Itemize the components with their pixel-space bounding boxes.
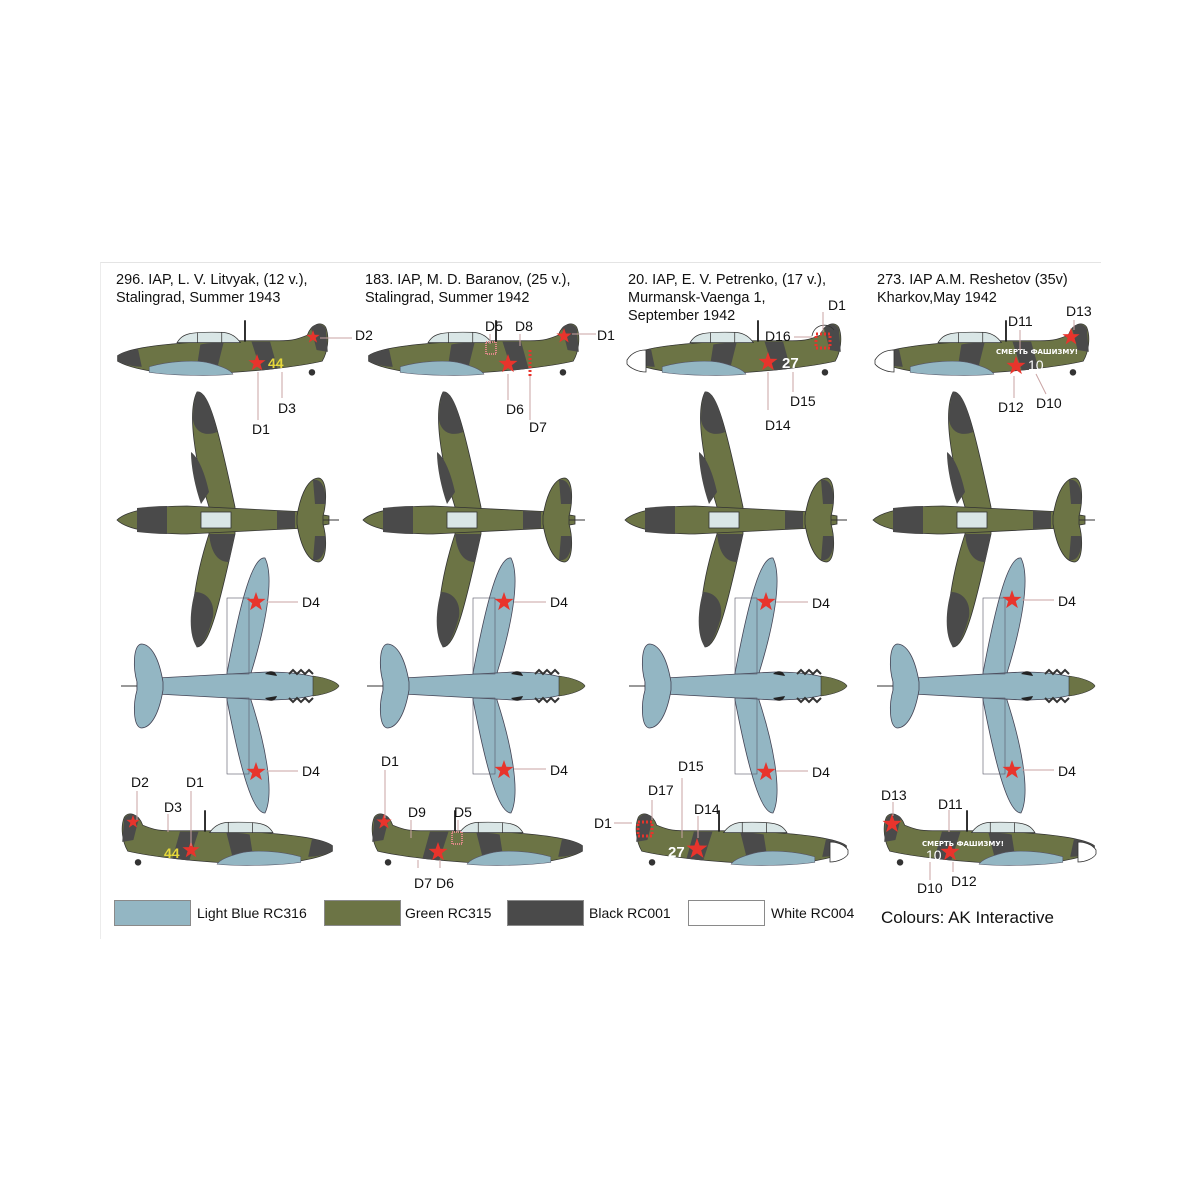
callout-d7: D7 bbox=[414, 875, 432, 891]
callout-d4: D4 bbox=[812, 764, 830, 780]
callout-d11: D11 bbox=[938, 796, 963, 812]
col2-title: 183. IAP, M. D. Baranov, (25 v.), Stalin… bbox=[365, 271, 571, 307]
legend-item-black: Black RC001 bbox=[507, 899, 671, 927]
callout-d15: D15 bbox=[678, 758, 704, 774]
legend-label: Black RC001 bbox=[589, 905, 671, 921]
col1-title-line2: Stalingrad, Summer 1943 bbox=[116, 290, 281, 306]
col3-title-line2: Murmansk-Vaenga 1, bbox=[628, 290, 766, 306]
callout-d14: D14 bbox=[694, 801, 720, 817]
col3-title: 20. IAP, E. V. Petrenko, (17 v.), Murman… bbox=[628, 271, 826, 325]
legend-label: White RC004 bbox=[771, 905, 855, 921]
svg-text:44: 44 bbox=[164, 845, 180, 861]
svg-text:10: 10 bbox=[1028, 357, 1044, 373]
col2-title-line1: 183. IAP, M. D. Baranov, (25 v.), bbox=[365, 272, 571, 288]
callout-d1: D1 bbox=[828, 297, 846, 313]
callout-d5: D5 bbox=[454, 804, 472, 820]
callout-d5: D5 bbox=[485, 318, 503, 334]
col4-title-line2: Kharkov,May 1942 bbox=[877, 290, 997, 306]
callout-d1: D1 bbox=[186, 774, 204, 790]
callout-d4: D4 bbox=[812, 595, 830, 611]
legend-item-green: Green RC315 bbox=[324, 899, 491, 927]
legend-label: Light Blue RC316 bbox=[197, 905, 307, 921]
callout-d10: D10 bbox=[1036, 395, 1062, 411]
callout-d2: D2 bbox=[355, 327, 373, 343]
col4-title-line1: 273. IAP A.M. Reshetov (35v) bbox=[877, 272, 1068, 288]
callout-d6: D6 bbox=[436, 875, 454, 891]
white-swatch bbox=[688, 900, 765, 926]
black-swatch bbox=[507, 900, 584, 926]
svg-text:27: 27 bbox=[782, 355, 799, 372]
callout-d1: D1 bbox=[381, 753, 399, 769]
callout-d4: D4 bbox=[550, 594, 568, 610]
callout-d9: D9 bbox=[408, 804, 426, 820]
callout-d2: D2 bbox=[131, 774, 149, 790]
callout-d10: D10 bbox=[917, 880, 943, 896]
callout-d1: D1 bbox=[252, 421, 270, 437]
svg-text:СМЕРТЬ ФАШИЗМУ!: СМЕРТЬ ФАШИЗМУ! bbox=[922, 840, 1004, 848]
callout-d14: D14 bbox=[765, 417, 791, 433]
svg-text:10: 10 bbox=[926, 847, 942, 863]
svg-text:СМЕРТЬ ФАШИЗМУ!: СМЕРТЬ ФАШИЗМУ! bbox=[996, 348, 1078, 356]
callout-d7: D7 bbox=[529, 419, 547, 435]
callout-d3: D3 bbox=[278, 400, 296, 416]
callout-d17: D17 bbox=[648, 782, 674, 798]
callout-d15: D15 bbox=[790, 393, 816, 409]
legend-label: Green RC315 bbox=[405, 905, 492, 921]
callout-d8: D8 bbox=[515, 318, 533, 334]
callout-d4: D4 bbox=[302, 594, 320, 610]
callout-d6: D6 bbox=[506, 401, 524, 417]
callout-d1: D1 bbox=[594, 815, 612, 831]
callout-d4: D4 bbox=[550, 762, 568, 778]
callout-d16: D16 bbox=[765, 328, 791, 344]
callout-d3: D3 bbox=[164, 799, 182, 815]
callout-d4: D4 bbox=[1058, 763, 1076, 779]
legend-item-white: White RC004 bbox=[688, 899, 854, 927]
callout-d12: D12 bbox=[998, 399, 1024, 415]
colours-credit: Colours: AK Interactive bbox=[881, 908, 1054, 927]
col2-title-line2: Stalingrad, Summer 1942 bbox=[365, 290, 530, 306]
col1-title-line1: 296. IAP, L. V. Litvyak, (12 v.), bbox=[116, 272, 308, 288]
callout-d12: D12 bbox=[951, 873, 977, 889]
col1-side-profile-bottom: 44 bbox=[121, 809, 334, 867]
col3-title-line3: September 1942 bbox=[628, 308, 736, 324]
svg-text:44: 44 bbox=[268, 355, 284, 371]
callout-d13: D13 bbox=[881, 787, 907, 803]
green-swatch bbox=[324, 900, 401, 926]
light-blue-swatch bbox=[114, 900, 191, 926]
col4-title: 273. IAP A.M. Reshetov (35v) Kharkov,May… bbox=[877, 271, 1068, 307]
callout-d13: D13 bbox=[1066, 303, 1092, 319]
callout-d4: D4 bbox=[1058, 593, 1076, 609]
callout-d4: D4 bbox=[302, 763, 320, 779]
callout-d1: D1 bbox=[597, 327, 615, 343]
callout-d11: D11 bbox=[1008, 313, 1033, 329]
svg-text:27: 27 bbox=[668, 844, 685, 861]
col1-side-profile-top: 44 bbox=[116, 319, 329, 377]
col1-title: 296. IAP, L. V. Litvyak, (12 v.), Stalin… bbox=[116, 271, 308, 307]
legend-item-light-blue: Light Blue RC316 bbox=[114, 899, 307, 927]
col3-title-line1: 20. IAP, E. V. Petrenko, (17 v.), bbox=[628, 272, 827, 288]
